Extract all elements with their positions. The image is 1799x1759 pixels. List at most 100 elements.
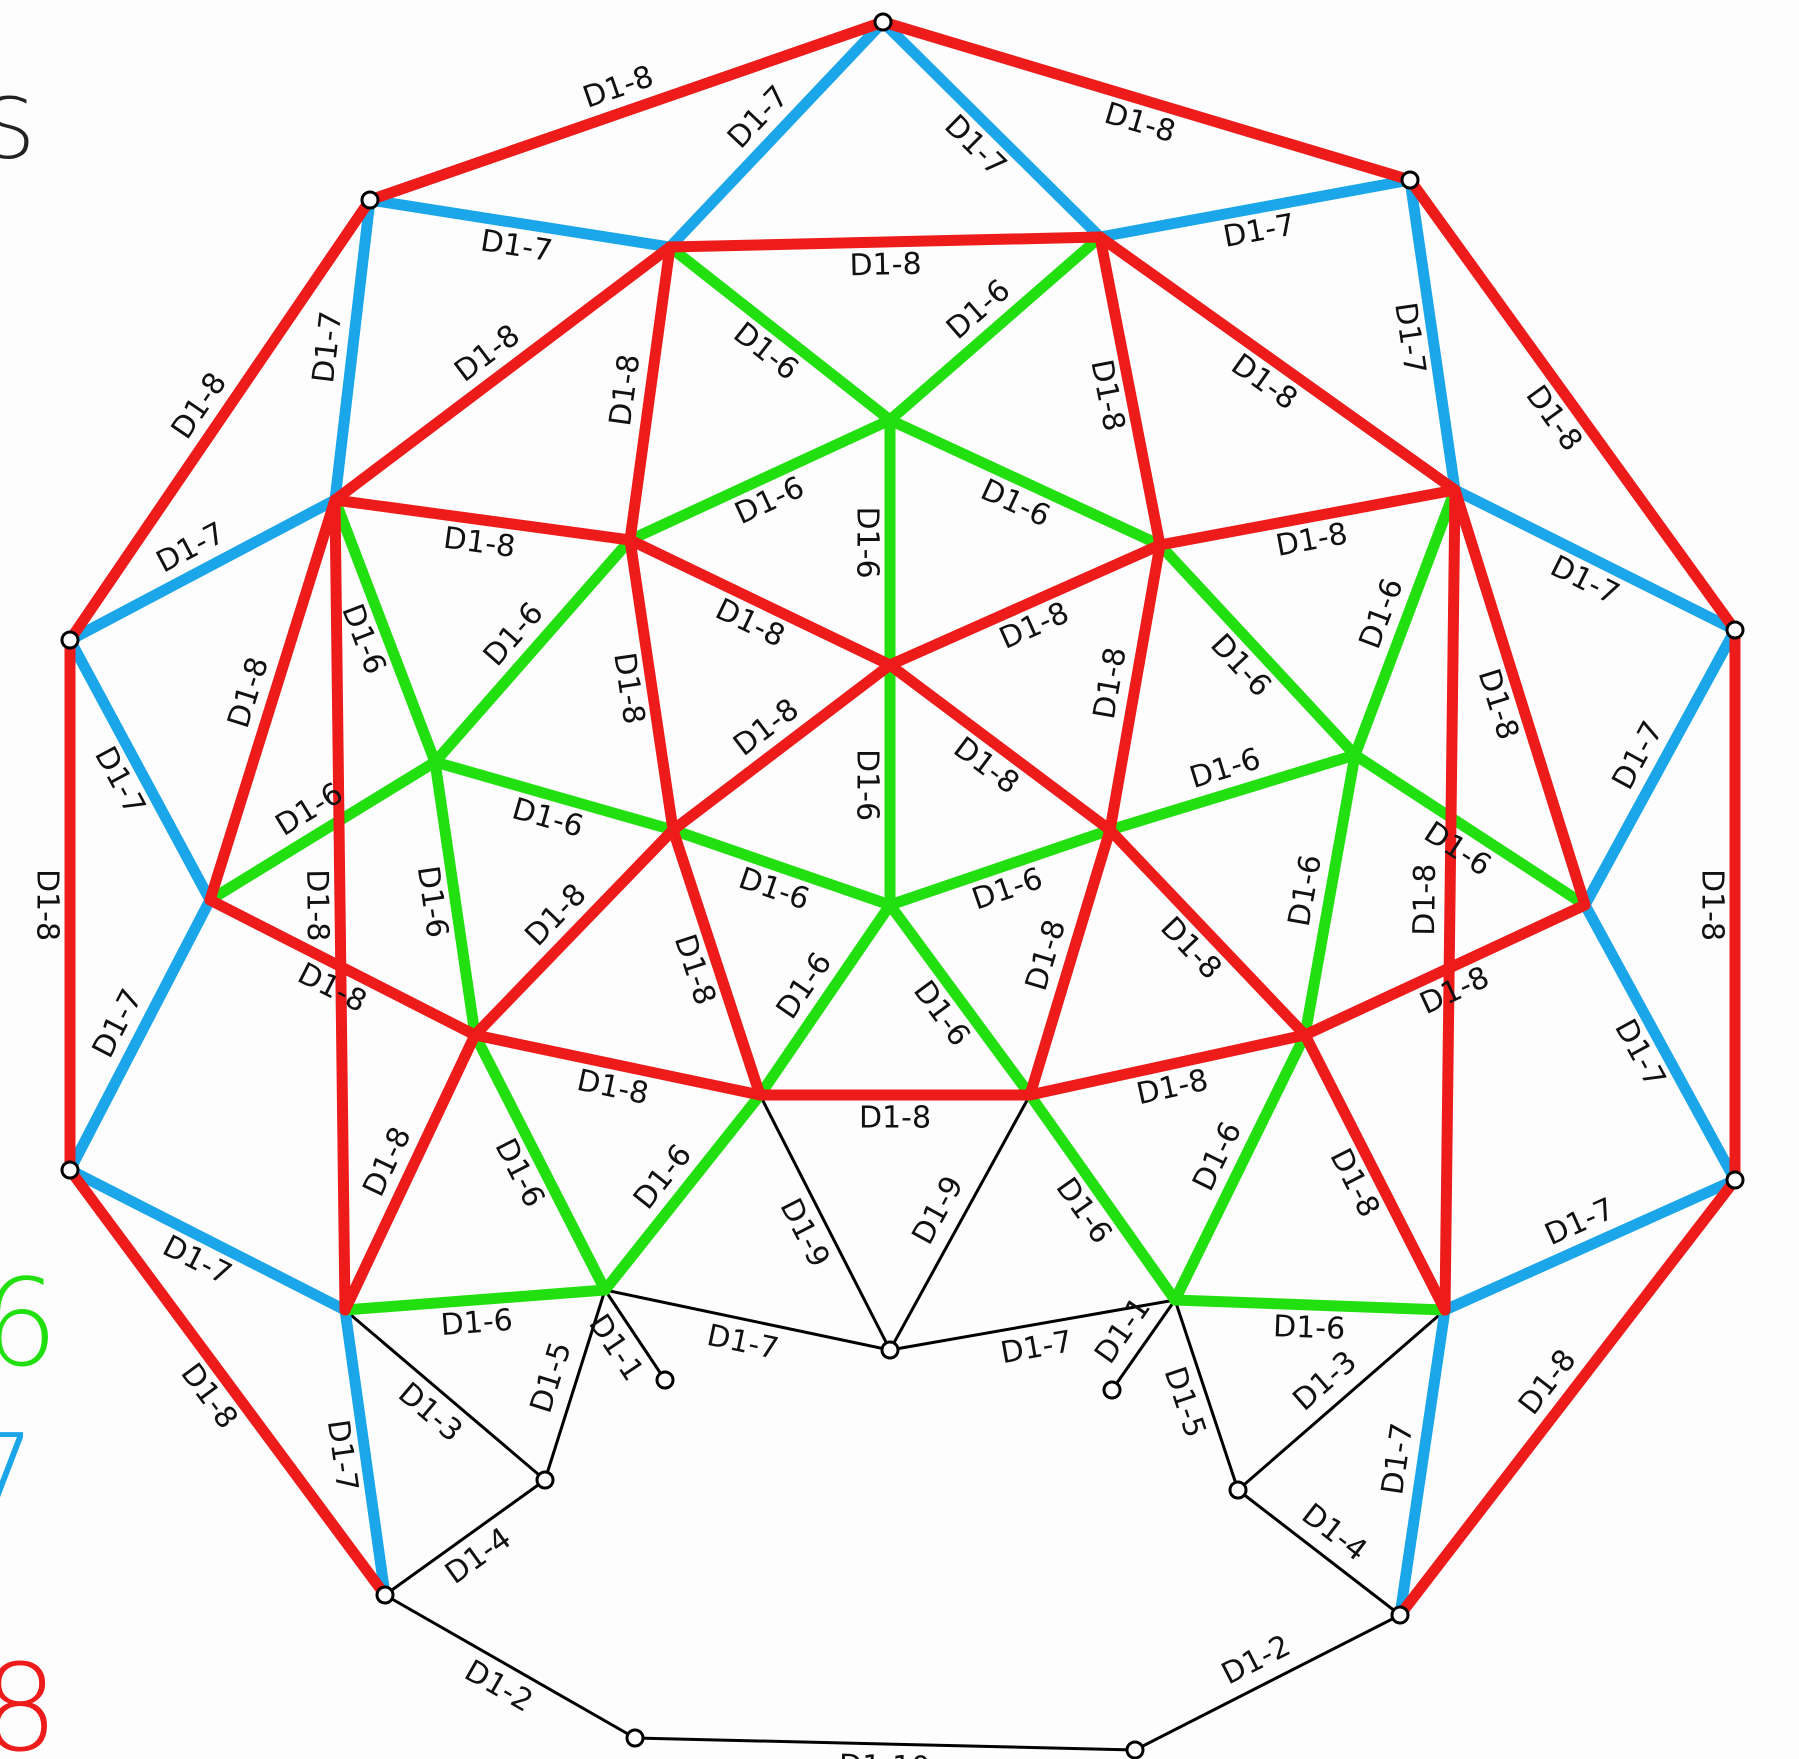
strut-D1-6 xyxy=(884,414,1166,551)
hub-node xyxy=(880,1340,900,1360)
strut-label: D1-6 xyxy=(850,749,885,821)
strut-D1-7 xyxy=(1579,899,1741,1186)
hub-node xyxy=(1725,1170,1745,1190)
strut-label: D1-7 xyxy=(306,309,349,385)
hub-node xyxy=(655,1370,675,1390)
hub-node xyxy=(1228,1480,1248,1500)
hub-node xyxy=(1400,170,1420,190)
hub-node xyxy=(625,1728,645,1748)
strut-D1-8 xyxy=(329,241,676,506)
strut-label: D1-7 xyxy=(998,1324,1075,1371)
strut-D1-6 xyxy=(884,824,1116,911)
strut-label: D1-1 xyxy=(581,1308,650,1387)
strut-D1-7 xyxy=(664,16,889,253)
strut-D1-8 xyxy=(1449,484,1591,911)
strut-underlay xyxy=(758,1094,892,1351)
strut-D1-8 xyxy=(624,241,676,546)
strut-D1-8 xyxy=(364,16,889,206)
strut-underlay xyxy=(1110,1299,1177,1391)
strut-D1-6 xyxy=(204,756,441,906)
strut-D1-8 xyxy=(624,534,896,671)
strut-D1-6 xyxy=(1169,1029,1311,1306)
strut-D1-6 xyxy=(469,1029,611,1296)
hub-node xyxy=(1390,1605,1410,1625)
strut-D1-6 xyxy=(624,414,896,546)
strut-D1-6 xyxy=(1024,1089,1181,1306)
strut-label: D1-3 xyxy=(391,1376,469,1449)
hub-node xyxy=(360,190,380,210)
strut-D1-6 xyxy=(1349,749,1591,911)
strut-label: D1-2 xyxy=(1216,1628,1296,1692)
strut-D1-8 xyxy=(664,231,1106,253)
strut-underlay xyxy=(543,1289,607,1481)
hub-node xyxy=(873,12,893,32)
legend-item-6: 6 xyxy=(0,1255,59,1394)
strut-underlay xyxy=(1173,1299,1240,1491)
strut-D1-6 xyxy=(1154,539,1361,761)
hub-node xyxy=(60,1160,80,1180)
hub-node xyxy=(1725,620,1745,640)
hub-nodes xyxy=(60,12,1745,1759)
strut-D1-8 xyxy=(469,1029,766,1101)
strut-label: D1-8 xyxy=(518,877,593,953)
strut-label: D1-3 xyxy=(1286,1344,1363,1418)
strut-D1-6 xyxy=(884,899,1036,1101)
strut-label: D1-6 xyxy=(850,506,885,578)
strut-label: D1-8 xyxy=(859,1101,931,1136)
strut-D1-8 xyxy=(877,16,1416,186)
strut-label: D1-2 xyxy=(459,1653,539,1719)
strut-D1-8 xyxy=(1104,824,1311,1041)
legend-top-fragment: S xyxy=(0,80,36,178)
strut-label: D1-5 xyxy=(1157,1363,1213,1442)
strut-D1-7 xyxy=(64,894,216,1176)
strut-D1-8 xyxy=(469,824,679,1041)
strut-label: D1-7 xyxy=(721,79,796,155)
strut-D1-7 xyxy=(339,1304,391,1601)
hub-node xyxy=(60,630,80,650)
strut-D1-6 xyxy=(667,824,896,911)
strut-underlay xyxy=(888,1094,1032,1351)
strut-D1-7 xyxy=(64,494,341,646)
strut-D1-8 xyxy=(339,1029,481,1316)
strut-label: D1-8 xyxy=(299,869,335,942)
strut-label: D1-5 xyxy=(524,1338,579,1417)
strut-underlay xyxy=(603,1289,667,1381)
hub-node xyxy=(1125,1740,1145,1759)
strut-underlay xyxy=(1237,1488,1401,1617)
strut-D1-7 xyxy=(1449,484,1741,636)
strut-D1-6 xyxy=(1169,1294,1451,1316)
strut-D1-7 xyxy=(1579,624,1741,911)
strut-underlay xyxy=(344,1308,546,1482)
strut-label: D1-8 xyxy=(30,869,65,941)
strut-D1-6 xyxy=(884,231,1106,426)
hub-node xyxy=(535,1470,555,1490)
strut-label: D1-8 xyxy=(603,352,647,428)
strut-label: D1-9 xyxy=(773,1193,837,1273)
strut-underlay xyxy=(384,1478,546,1597)
strut-label: D1-6 xyxy=(1272,1309,1345,1347)
strut-D1-6 xyxy=(664,241,896,426)
strut-D1-8 xyxy=(667,824,766,1101)
strut-D1-7 xyxy=(1094,174,1416,243)
strut-D1-7 xyxy=(64,634,216,906)
strut-underlay xyxy=(1237,1308,1446,1492)
strut-D1-8 xyxy=(884,539,1166,671)
strut-D1-8 xyxy=(64,1164,391,1601)
strut-D1-7 xyxy=(364,194,676,253)
strut-underlay xyxy=(889,1298,1176,1352)
strut-D1-8 xyxy=(1094,231,1461,496)
legend-item-8: 8 xyxy=(0,1640,59,1759)
strut-D1-6 xyxy=(754,899,896,1101)
strut-D1-8 xyxy=(1154,484,1461,551)
legend-item-7: 7 xyxy=(0,1420,36,1540)
strut-D1-8 xyxy=(1404,174,1741,636)
strut-label: D1-8 xyxy=(1695,869,1730,941)
strut-D1-8 xyxy=(64,194,376,646)
strut-D1-8 xyxy=(624,534,679,836)
strut-D1-8 xyxy=(1094,231,1166,551)
strut-label: D1-4 xyxy=(439,1521,518,1592)
hub-node xyxy=(1102,1380,1122,1400)
